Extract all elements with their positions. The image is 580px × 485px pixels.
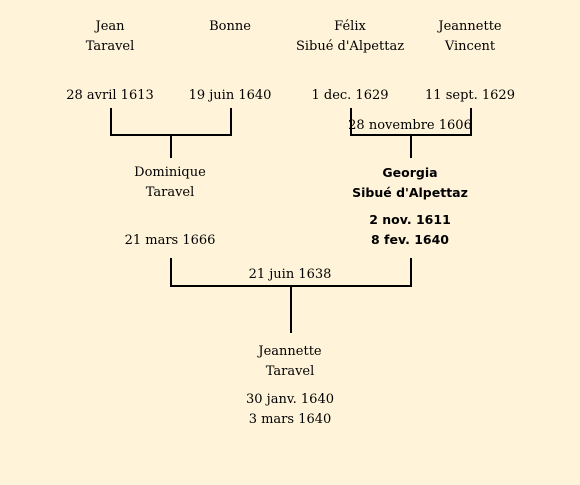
connector-line [470, 108, 472, 136]
connector-line [290, 287, 292, 333]
connector-line [350, 108, 352, 136]
dates-georgia-sibue: 2 nov. 1611 8 fev. 1640 [369, 210, 451, 250]
last-name: Taravel [265, 364, 315, 379]
date-dominique-taravel: 21 mars 1666 [124, 233, 216, 248]
first-name: Jeannette [258, 344, 322, 359]
death-date: 3 mars 1640 [248, 412, 332, 427]
connector-line [170, 258, 172, 287]
date-jeannette-vincent: 11 sept. 1629 [425, 88, 515, 103]
death-date: 8 fev. 1640 [371, 232, 449, 247]
date-jean-taravel: 28 avril 1613 [66, 88, 154, 103]
last-name: Vincent [444, 39, 496, 54]
last-name: Sibué d'Alpettaz [295, 39, 405, 54]
person-jean-taravel: Jean Taravel [86, 17, 135, 57]
first-name: Bonne [209, 19, 251, 34]
first-name: Félix [334, 19, 366, 34]
connector-line [350, 134, 472, 136]
birth-date: 2 nov. 1611 [369, 212, 451, 227]
date-bonne: 19 juin 1640 [188, 88, 272, 103]
connector-line [110, 134, 232, 136]
person-bonne: Bonne [209, 17, 251, 37]
first-name: Dominique [134, 165, 206, 180]
first-name: Georgia [382, 165, 438, 180]
person-jeannette-vincent: Jeannette Vincent [438, 17, 501, 57]
connector-line [410, 258, 412, 287]
person-felix-sibue: Félix Sibué d'Alpettaz [296, 17, 404, 57]
last-name: Sibué d'Alpettaz [352, 185, 468, 200]
connector-line [170, 136, 172, 158]
marriage-date-dominique-georgia: 21 juin 1638 [248, 267, 332, 282]
last-name: Taravel [85, 39, 135, 54]
person-georgia-sibue: Georgia Sibué d'Alpettaz [352, 163, 468, 203]
date-felix-sibue: 1 dec. 1629 [311, 88, 389, 103]
connector-line [170, 285, 412, 287]
first-name: Jeannette [438, 19, 502, 34]
person-jeannette-taravel: Jeannette Taravel [258, 342, 321, 382]
connector-line [110, 108, 112, 136]
marriage-date-felix-jeannette: 28 novembre 1606 [348, 118, 472, 133]
dates-jeannette-taravel: 30 janv. 1640 3 mars 1640 [246, 390, 334, 430]
last-name: Taravel [145, 185, 195, 200]
birth-date: 30 janv. 1640 [246, 392, 334, 407]
connector-line [410, 136, 412, 158]
first-name: Jean [95, 19, 125, 34]
connector-line [230, 108, 232, 136]
person-dominique-taravel: Dominique Taravel [134, 163, 206, 203]
